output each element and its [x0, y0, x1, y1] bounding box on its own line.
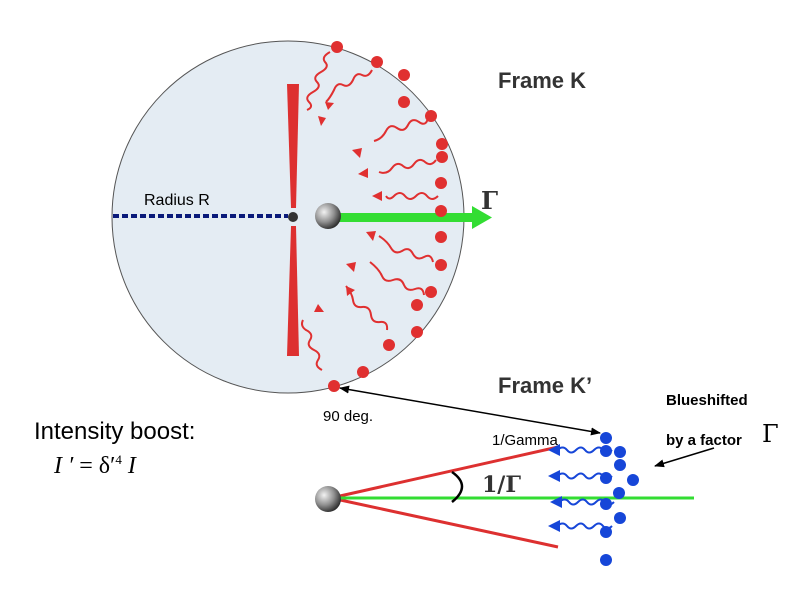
formula-rhs: I — [121, 453, 136, 479]
red-dot — [331, 41, 343, 53]
red-photon-wave — [325, 69, 373, 103]
blueshifted-label: Blueshifted — [666, 392, 748, 409]
red-photons — [301, 51, 439, 371]
red-photon-wave — [345, 285, 389, 331]
angle-90-label: 90 deg. — [323, 408, 374, 425]
red-dot — [357, 366, 369, 378]
radius-label: Radius R — [144, 192, 210, 209]
velocity-arrowhead — [472, 206, 492, 229]
red-dot — [435, 177, 447, 189]
blue-dot — [600, 445, 612, 457]
inverse-gamma-symbol-label: 1/Γ — [482, 472, 521, 498]
blueshift-pointer-arrow — [654, 447, 715, 468]
velocity-arrow-shaft — [336, 213, 474, 222]
red-photon-wave — [378, 158, 437, 174]
red-dot — [436, 138, 448, 150]
blue-arrowhead — [550, 496, 562, 508]
red-dot — [435, 231, 447, 243]
red-photon-arrowheads — [314, 102, 382, 312]
blue-photon-wave — [556, 522, 613, 530]
blue-dot — [600, 526, 612, 538]
source-ball-frame-k — [315, 203, 341, 229]
blue-dots — [600, 432, 639, 566]
red-arrowhead — [346, 286, 355, 296]
factor-gamma-symbol: Γ — [762, 420, 779, 448]
frame-k-prime-title: Frame K’ — [498, 373, 593, 398]
red-arrowhead — [366, 231, 376, 241]
blue-arrowhead — [548, 444, 560, 456]
intensity-boost-formula: I ′ = δ′4 I — [54, 452, 136, 480]
correspondence-arrow — [339, 385, 601, 436]
red-photon-wave — [369, 261, 425, 296]
red-dot — [398, 96, 410, 108]
gamma-symbol-label: Γ — [481, 186, 499, 215]
blue-photon-arrowheads — [548, 444, 562, 532]
red-photon-wave — [301, 319, 323, 371]
red-dot — [425, 110, 437, 122]
red-dot — [398, 69, 410, 81]
red-arrowhead — [314, 304, 324, 312]
red-dot — [383, 339, 395, 351]
red-arrowhead — [325, 102, 334, 110]
formula-eq: = δ — [73, 453, 111, 479]
red-dot — [435, 259, 447, 271]
cone-lower-edge — [330, 496, 559, 549]
blue-dot — [600, 472, 612, 484]
red-dot — [425, 286, 437, 298]
blue-arrowhead — [548, 520, 560, 532]
cone-upper-edge — [330, 445, 559, 500]
formula-prime: ′ — [110, 453, 116, 479]
blue-dot — [613, 487, 625, 499]
red-dot — [411, 326, 423, 338]
red-arrowhead — [372, 191, 382, 201]
blue-dot — [627, 474, 639, 486]
formula-exponent: 4 — [115, 452, 122, 467]
red-arrowhead — [352, 148, 362, 158]
source-ball-frame-k-prime — [315, 486, 341, 512]
frame-k-title: Frame K — [498, 68, 587, 93]
blue-dot — [600, 554, 612, 566]
formula-lhs: I ′ — [54, 453, 74, 479]
ring-upper — [287, 84, 299, 208]
red-dot — [435, 205, 447, 217]
intensity-boost-title: Intensity boost: — [34, 418, 196, 445]
blue-photons — [556, 446, 615, 530]
red-photon-wave — [385, 192, 439, 200]
cone-angle-arc — [451, 470, 464, 503]
red-dot — [328, 380, 340, 392]
ring-lower — [287, 226, 299, 356]
red-dot — [436, 151, 448, 163]
red-photon-wave — [306, 51, 331, 111]
blue-dot — [600, 498, 612, 510]
ring-center-dot — [288, 212, 298, 222]
red-photon-wave — [373, 117, 429, 142]
red-dot — [411, 299, 423, 311]
blue-dot — [614, 512, 626, 524]
red-photon-wave — [378, 235, 434, 263]
blue-dot — [614, 459, 626, 471]
red-dot — [371, 56, 383, 68]
inverse-gamma-label: 1/Gamma — [492, 432, 558, 449]
by-factor-label: by a factor — [666, 432, 742, 449]
red-arrowhead — [318, 116, 326, 126]
blue-dot — [600, 432, 612, 444]
red-arrowhead — [346, 262, 356, 272]
red-arrowhead — [358, 168, 368, 178]
red-dots — [328, 41, 448, 392]
blue-arrowhead — [548, 470, 560, 482]
blue-dot — [614, 446, 626, 458]
